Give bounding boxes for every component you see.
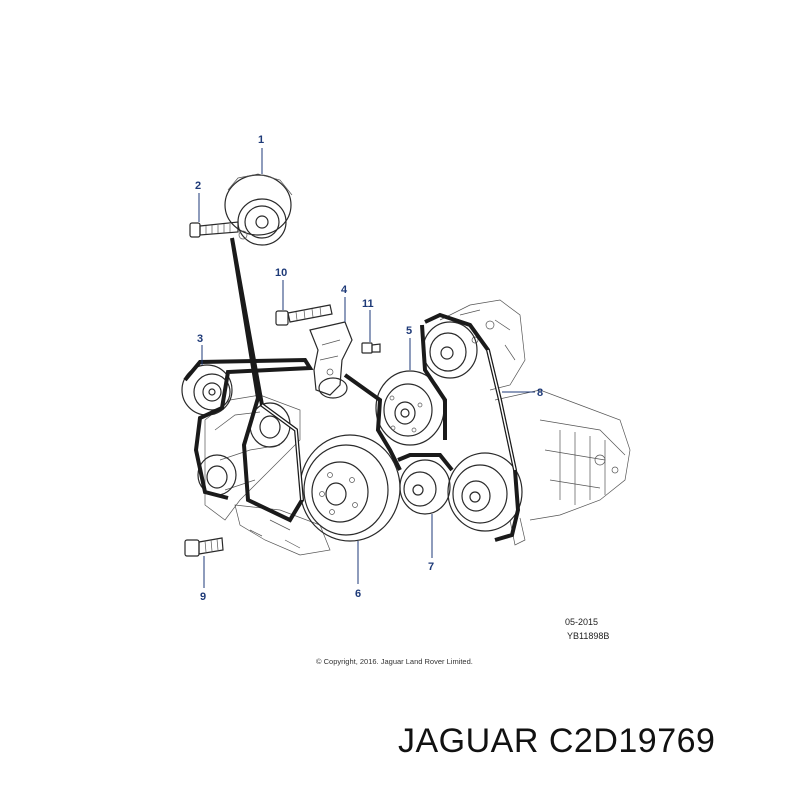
serpentine-belt	[183, 237, 521, 542]
drawing-date-code: 05-2015	[565, 617, 599, 627]
tensioner-bolt	[189, 221, 239, 238]
callout-labels: 1 2 3 4 5 6 7 8 9 10 11	[195, 134, 543, 603]
damper-bolt	[184, 537, 224, 557]
crankshaft-pulley	[299, 434, 401, 542]
brand-name: JAGUAR	[398, 722, 539, 760]
callout-8: 8	[537, 387, 543, 399]
callout-7: 7	[428, 561, 434, 573]
callout-leaders	[198, 148, 535, 588]
small-bolt	[361, 342, 381, 354]
drawing-reference-code: YB11898B	[567, 631, 610, 641]
tensioner-assembly	[224, 173, 293, 246]
callout-5: 5	[406, 325, 412, 337]
callout-11: 11	[362, 298, 374, 310]
callout-4: 4	[341, 284, 348, 296]
idler-bracket	[309, 321, 353, 399]
idler-bolt	[275, 304, 333, 326]
callout-2: 2	[195, 180, 201, 192]
callout-3: 3	[197, 333, 203, 345]
part-number: C2D19769	[548, 722, 716, 760]
copyright-notice: © Copyright, 2016. Jaguar Land Rover Lim…	[316, 657, 473, 666]
callout-1: 1	[258, 134, 264, 146]
callout-9: 9	[200, 591, 206, 603]
lower-idler-pulley	[399, 459, 451, 515]
callout-6: 6	[355, 588, 361, 600]
part-number-caption: JAGUAR C2D19769	[398, 722, 715, 761]
engine-housing	[204, 299, 631, 556]
callout-10: 10	[275, 267, 287, 279]
